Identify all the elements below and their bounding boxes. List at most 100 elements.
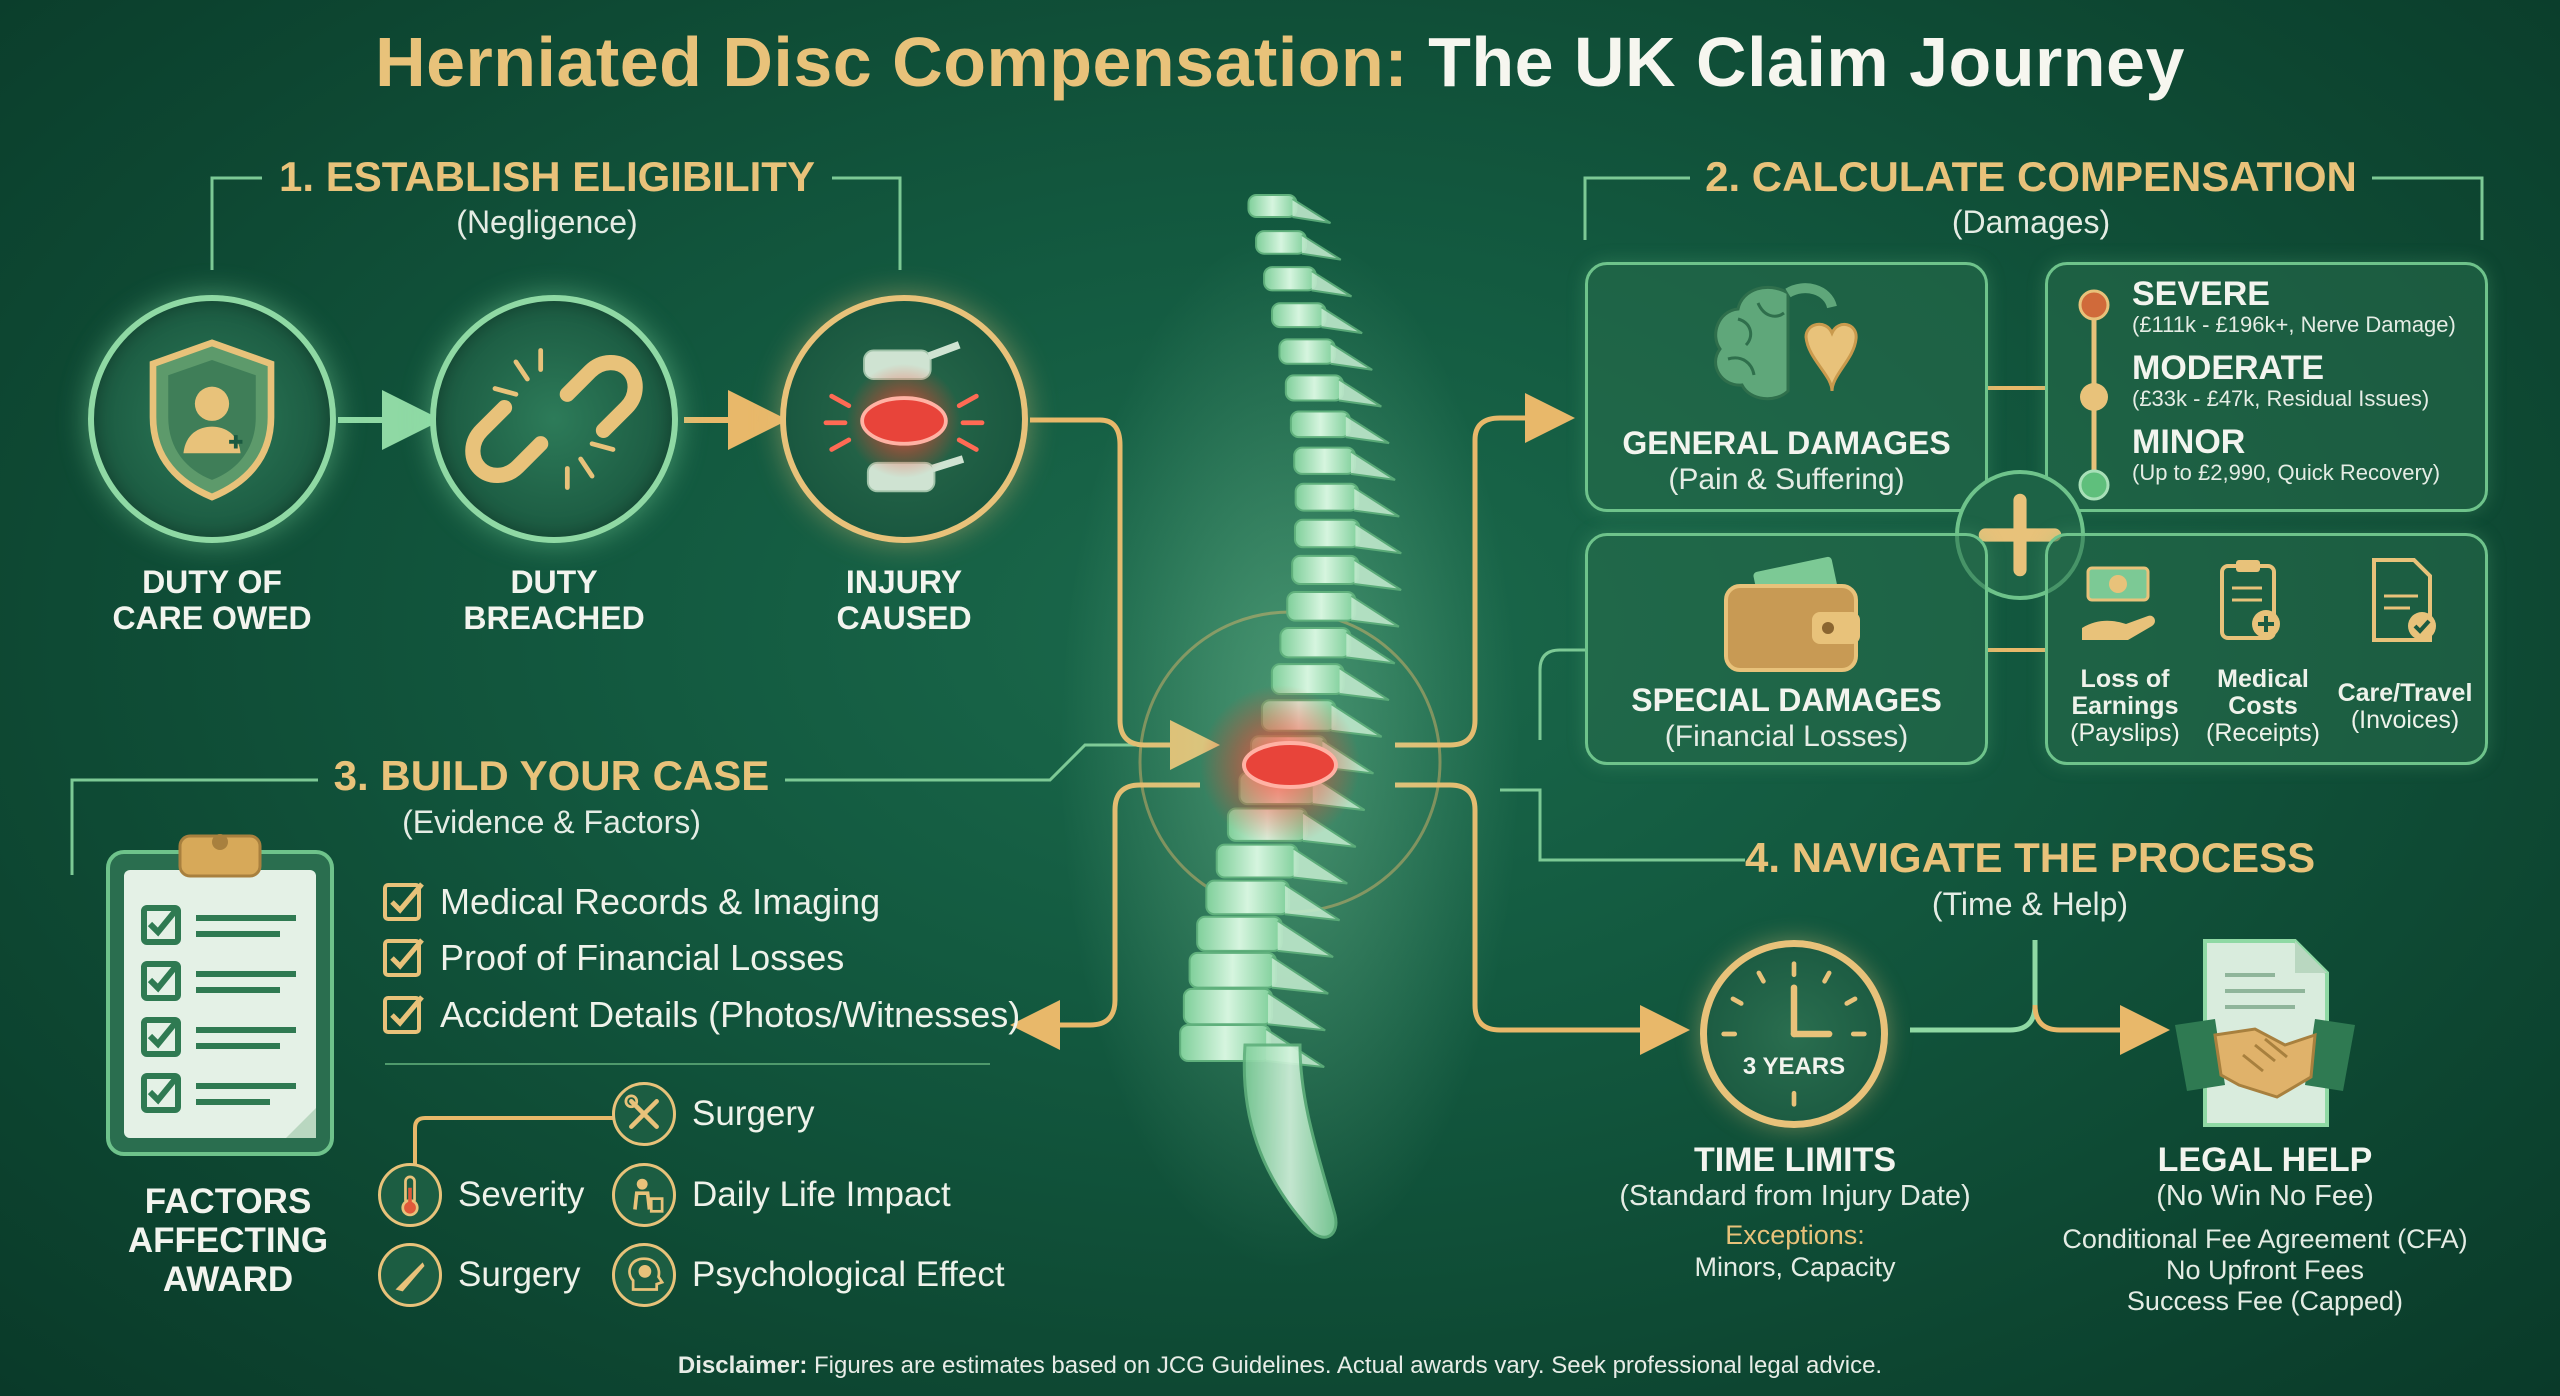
general-damages-sub: (Pain & Suffering)	[1668, 463, 1905, 496]
factor-connector	[413, 1116, 615, 1190]
wallet-icon	[1724, 556, 1860, 672]
time-limits-exceptions: Minors, Capacity	[1694, 1252, 1896, 1282]
factors-title-l1: FACTORS	[144, 1182, 312, 1221]
medical-clipboard-icon	[2220, 560, 2280, 640]
legal-help-line2: No Upfront Fees	[2165, 1255, 2365, 1285]
vertebra	[1263, 266, 1317, 292]
care-travel-l1: Care/Travel	[2337, 679, 2473, 707]
vertebrae	[1179, 194, 1402, 1068]
factor-label: Daily Life Impact	[692, 1175, 951, 1214]
special-items-panel	[2045, 533, 2488, 765]
general-damages-title: GENERAL DAMAGES	[1622, 425, 1951, 461]
spinous-process	[1330, 342, 1373, 371]
sacrum	[1242, 1043, 1338, 1239]
vertebra	[1247, 194, 1298, 218]
section-3-title: 3. BUILD YOUR CASE	[333, 752, 770, 799]
duty-of-care-label: DUTY OF CARE OWED	[72, 564, 352, 636]
injury-caused-line2: CAUSED	[836, 600, 972, 636]
duty-of-care-circle	[88, 295, 336, 543]
loss-of-earnings: Loss of Earnings (Payslips)	[2055, 666, 2195, 747]
spinous-process	[1350, 595, 1400, 628]
factor-daily-life: Daily Life Impact	[612, 1163, 951, 1227]
clock-years-label: 3 YEARS	[1742, 1053, 1846, 1080]
spinous-process	[1345, 631, 1396, 665]
factor-psychological: Psychological Effect	[612, 1243, 1005, 1307]
vertebra	[1293, 518, 1361, 549]
evidence-label: Medical Records & Imaging	[440, 881, 881, 922]
scalpel-icon	[378, 1243, 442, 1307]
duty-breached-line1: DUTY	[510, 564, 598, 600]
spine-injury-icon	[823, 341, 985, 493]
care-travel: Care/Travel (Invoices)	[2330, 680, 2480, 734]
vertebra	[1284, 374, 1344, 402]
severity-moderate: MODERATE (£33k - £47k, Residual Issues)	[2132, 350, 2429, 412]
title-part-gold: Herniated Disc Compensation:	[375, 23, 1409, 101]
time-limits-sub: (Standard from Injury Date)	[1619, 1180, 1971, 1212]
head-brain-icon	[612, 1243, 676, 1307]
vertebra	[1182, 987, 1274, 1026]
duty-breached-line2: BREACHED	[463, 600, 645, 636]
clipboard-checklist-icon	[106, 834, 334, 1156]
spinous-process	[1354, 522, 1402, 555]
spinous-process	[1353, 559, 1402, 591]
special-damages-panel: SPECIAL DAMAGES (Financial Losses)	[1585, 533, 1988, 765]
herniated-disc	[1242, 741, 1338, 789]
special-damages-title: SPECIAL DAMAGES	[1631, 682, 1942, 718]
factor-label: Psychological Effect	[692, 1255, 1005, 1294]
severe-name: SEVERE	[2132, 275, 2270, 313]
duty-breached-label: DUTY BREACHED	[414, 564, 694, 636]
spinous-process	[1267, 992, 1326, 1032]
medical-costs-l2: Costs	[2228, 692, 2298, 720]
spinous-process	[1345, 414, 1390, 445]
legal-help-line1: Conditional Fee Agreement (CFA)	[2062, 1224, 2468, 1254]
time-limits-title: TIME LIMITS	[1693, 1141, 1897, 1179]
section-2-title: 2. CALCULATE COMPENSATION	[1705, 153, 2357, 200]
factor-label: Surgery	[692, 1094, 815, 1133]
factors-affecting-award-label: FACTORS AFFECTING AWARD	[98, 1182, 358, 1299]
spinous-process	[1338, 378, 1382, 408]
shield-person-icon	[149, 339, 275, 501]
severity-scale	[2078, 289, 2110, 501]
factor-surgery-bottom: Surgery	[378, 1243, 581, 1307]
injury-caused-line1: INJURY	[845, 564, 963, 600]
special-damages-sub: (Financial Losses)	[1664, 720, 1909, 753]
severity-panel	[2045, 262, 2488, 512]
disclaimer-text: Figures are estimates based on JCG Guide…	[813, 1352, 1883, 1379]
spinous-process	[1277, 919, 1334, 958]
moderate-range: (£33k - £47k, Residual Issues)	[2132, 386, 2430, 411]
legal-handshake-icon	[2175, 939, 2355, 1127]
spinous-process	[1301, 234, 1342, 261]
clock-icon	[1721, 961, 1867, 1107]
injury-caused-label: INJURY CAUSED	[764, 564, 1044, 636]
loss-earnings-l2: Earnings	[2071, 692, 2179, 720]
spinous-process	[1339, 667, 1390, 702]
general-damages-panel: GENERAL DAMAGES (Pain & Suffering)	[1585, 262, 1988, 512]
section-4-title: 4. NAVIGATE THE PROCESS	[1745, 834, 2316, 881]
person-desk-icon	[612, 1163, 676, 1227]
vertebra	[1271, 302, 1327, 329]
disclaimer-label: Disclaimer:	[677, 1352, 808, 1379]
vertebra	[1293, 446, 1356, 475]
factor-label: Severity	[458, 1175, 585, 1214]
spinous-process	[1311, 270, 1353, 298]
vertebra	[1286, 590, 1357, 622]
legal-help-title: LEGAL HELP	[2157, 1141, 2373, 1179]
vertebra	[1215, 843, 1299, 879]
severe-range: (£111k - £196k+, Nerve Damage)	[2132, 312, 2456, 337]
factors-title-l2: AFFECTING	[127, 1221, 329, 1260]
clock-circle: 3 YEARS	[1700, 940, 1888, 1128]
duty-breached-circle	[430, 295, 678, 543]
vertebra	[1188, 951, 1277, 989]
page-title: Herniated Disc Compensation: The UK Clai…	[0, 22, 2560, 102]
plus-icon	[1978, 493, 2062, 577]
checkbox-icon	[383, 995, 424, 1034]
vertebra	[1291, 554, 1360, 585]
legal-help-sub: (No Win No Fee)	[2156, 1180, 2374, 1212]
loss-earnings-note: (Payslips)	[2070, 719, 2180, 747]
duty-of-care-line1: DUTY OF	[142, 564, 282, 600]
vertebra	[1205, 879, 1291, 916]
factor-label: Surgery	[458, 1255, 581, 1294]
thermometer-icon	[378, 1163, 442, 1227]
vertebra	[1196, 915, 1283, 952]
